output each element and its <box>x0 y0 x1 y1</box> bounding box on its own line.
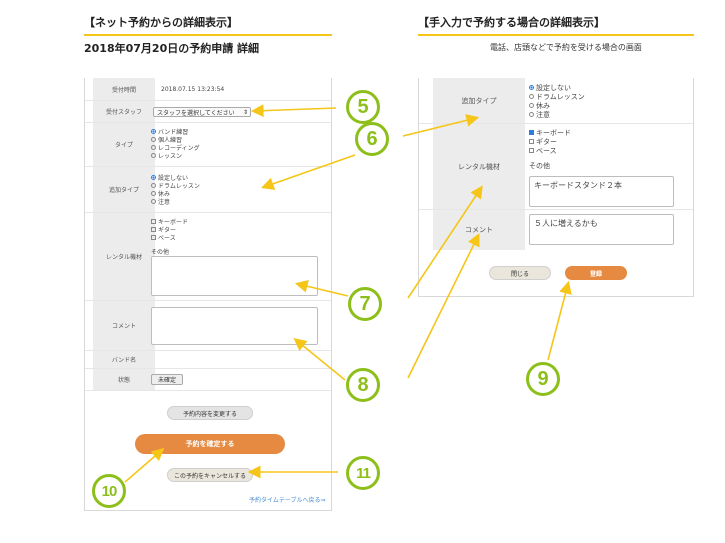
right-comment-textarea[interactable]: ５人に増えるかも <box>529 214 674 245</box>
staff-select-value: スタッフを選択してください <box>157 109 235 117</box>
right-panel-left-edge <box>418 258 419 296</box>
confirm-reservation-button[interactable]: 予約を確定する <box>135 434 285 454</box>
rental-option[interactable]: ギター <box>151 225 331 234</box>
radio <box>151 144 156 150</box>
callout-badge-8: 8 <box>346 368 380 402</box>
right-panel-bottom-line <box>418 296 694 297</box>
addtype-option[interactable]: 注意 <box>151 197 331 206</box>
right-panel-right-edge <box>693 258 694 296</box>
callout-badge-11: 11 <box>346 456 380 490</box>
left-header-subtitle: 2018年07月20日の予約申請 詳細 <box>84 42 260 55</box>
rental-option[interactable]: キーボード <box>151 217 331 226</box>
type-label: タイプ <box>93 123 155 166</box>
register-button[interactable]: 登録 <box>565 266 627 280</box>
right-addtype-options: 設定しない ドラムレッスン 休み 注意 <box>529 78 693 123</box>
comment-row: コメント <box>85 301 331 351</box>
other-textarea[interactable] <box>151 256 318 296</box>
addtype-options: 設定しない ドラムレッスン 休み 注意 <box>151 167 331 212</box>
addtype-option[interactable]: ドラムレッスン <box>151 181 331 190</box>
right-rental-option[interactable]: ベース <box>529 146 693 155</box>
comment-label: コメント <box>93 301 155 350</box>
close-button[interactable]: 閉じる <box>489 266 551 280</box>
right-addtype-option[interactable]: 休み <box>529 101 693 110</box>
radio <box>529 112 534 117</box>
right-other-textarea[interactable]: キーボードスタンド２本 <box>529 176 674 207</box>
right-comment-label: コメント <box>433 210 525 250</box>
right-rental-option[interactable]: キーボード <box>529 128 693 137</box>
right-rental-row: レンタル機材 キーボード ギター ベース その他 キーボードスタンド２本 <box>419 124 693 210</box>
back-to-timetable-link[interactable]: 予約タイムテーブルへ戻る⇒ <box>249 497 326 504</box>
received-time-row: 受付時間 2018.07.15 13:23:54 <box>85 78 331 101</box>
left-header-underline <box>84 34 332 36</box>
callout-badge-7: 7 <box>348 287 382 321</box>
checkbox <box>529 139 534 144</box>
radio-checked <box>529 85 534 90</box>
cancel-reservation-button[interactable]: この予約をキャンセルする <box>167 468 253 482</box>
select-arrows-icon: ⇕ <box>242 108 248 116</box>
comment-textarea[interactable] <box>151 307 318 345</box>
right-comment-row: コメント ５人に増えるかも <box>419 210 693 250</box>
addtype-row: 追加タイプ 設定しない ドラムレッスン 休み 注意 <box>85 167 331 213</box>
type-options: バンド練習 個人練習 レコーディング レッスン <box>151 123 331 166</box>
staff-label: 受付スタッフ <box>93 101 155 122</box>
type-option[interactable]: バンド練習 <box>151 127 331 136</box>
right-detail-panel: 追加タイプ 設定しない ドラムレッスン 休み 注意 レンタル機材 キーボード ギ… <box>418 78 694 280</box>
callout-badge-9: 9 <box>526 362 560 396</box>
received-time-label: 受付時間 <box>93 78 155 100</box>
checkbox <box>151 226 156 232</box>
left-detail-panel: 受付時間 2018.07.15 13:23:54 受付スタッフ スタッフを選択し… <box>84 78 332 511</box>
radio <box>529 94 534 99</box>
status-row: 状態 未確定 <box>85 369 331 391</box>
radio-checked <box>151 174 156 180</box>
rental-label: レンタル機材 <box>93 213 155 300</box>
right-header-subtitle: 電話、店頭などで予約を受ける場合の画面 <box>490 43 642 52</box>
addtype-label: 追加タイプ <box>93 167 155 212</box>
radio <box>151 136 156 142</box>
radio <box>151 182 156 188</box>
rental-options: キーボード ギター ベース その他 <box>151 213 331 300</box>
radio-checked <box>151 128 156 134</box>
status-label: 状態 <box>93 369 155 390</box>
right-header-title: 【手入力で予約する場合の詳細表示】 <box>418 16 605 29</box>
right-addtype-option[interactable]: 設定しない <box>529 83 693 92</box>
right-rental-options: キーボード ギター ベース その他 <box>529 124 693 209</box>
addtype-option[interactable]: 休み <box>151 189 331 198</box>
right-header-underline <box>418 34 694 36</box>
checkbox <box>151 218 156 224</box>
received-time-value: 2018.07.15 13:23:54 <box>161 86 225 93</box>
radio <box>151 198 156 204</box>
checkbox <box>151 234 156 240</box>
callout-badge-5: 5 <box>346 90 380 124</box>
right-addtype-label: 追加タイプ <box>433 78 525 123</box>
callout-badge-10: 10 <box>92 474 126 508</box>
band-label: バンド名 <box>93 351 155 368</box>
type-row: タイプ バンド練習 個人練習 レコーディング レッスン <box>85 123 331 167</box>
change-reservation-button[interactable]: 予約内容を変更する <box>167 406 253 420</box>
radio <box>151 152 156 158</box>
type-option[interactable]: レコーディング <box>151 143 331 152</box>
band-row: バンド名 <box>85 351 331 369</box>
right-addtype-row: 追加タイプ 設定しない ドラムレッスン 休み 注意 <box>419 78 693 124</box>
right-other-label: その他 <box>529 162 550 170</box>
status-badge: 未確定 <box>151 374 183 385</box>
type-option[interactable]: 個人練習 <box>151 135 331 144</box>
callout-badge-6: 6 <box>355 122 389 156</box>
right-addtype-option[interactable]: ドラムレッスン <box>529 92 693 101</box>
checkbox-checked <box>529 130 534 135</box>
staff-row: 受付スタッフ スタッフを選択してください ⇕ <box>85 101 331 123</box>
right-rental-label: レンタル機材 <box>433 124 525 209</box>
radio <box>151 190 156 196</box>
type-option[interactable]: レッスン <box>151 151 331 160</box>
right-rental-option[interactable]: ギター <box>529 137 693 146</box>
left-header-title: 【ネット予約からの詳細表示】 <box>84 16 238 29</box>
staff-select[interactable]: スタッフを選択してください ⇕ <box>153 107 251 117</box>
rental-row: レンタル機材 キーボード ギター ベース その他 <box>85 213 331 301</box>
radio <box>529 103 534 108</box>
addtype-option[interactable]: 設定しない <box>151 173 331 182</box>
checkbox <box>529 148 534 153</box>
rental-option[interactable]: ベース <box>151 233 331 242</box>
right-addtype-option[interactable]: 注意 <box>529 110 693 119</box>
other-label: その他 <box>151 249 170 256</box>
